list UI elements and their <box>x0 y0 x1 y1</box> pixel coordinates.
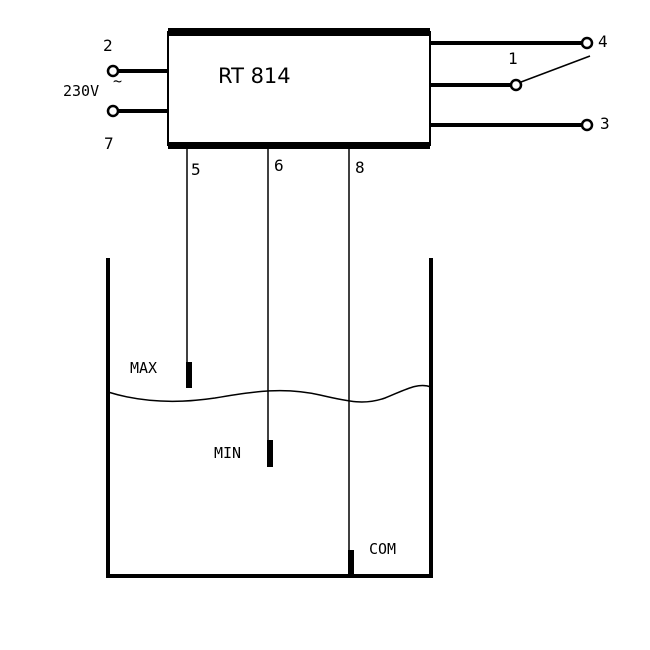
terminal-1-label: 1 <box>508 49 518 68</box>
probe-min-label: MIN <box>214 444 241 462</box>
terminal-7-connector <box>106 104 120 118</box>
terminal-2-label: 2 <box>103 36 113 55</box>
probe-max-electrode <box>186 362 192 388</box>
water-surface <box>107 384 432 403</box>
controller-model-label: RT 814 <box>218 64 291 88</box>
probe-com-label: COM <box>369 540 396 558</box>
tank <box>106 258 433 578</box>
supply-voltage-label: 230V <box>63 82 99 100</box>
probe-com-electrode <box>348 550 354 576</box>
probe-min-electrode <box>267 440 273 467</box>
supply-ac-symbol: ~ <box>113 72 122 90</box>
controller-unit: RT 814 <box>167 28 431 149</box>
probes: 5 MAX 6 MIN 8 COM <box>130 149 396 576</box>
terminal-1-connector <box>509 78 523 92</box>
terminal-2-connector <box>106 64 120 78</box>
supply-terminals: 2 7 230V ~ <box>63 36 168 153</box>
controller-bottom-bar <box>168 142 430 149</box>
terminal-8-label: 8 <box>355 158 365 177</box>
terminal-3-label: 3 <box>600 114 610 133</box>
relay-output: 4 1 3 <box>430 32 610 133</box>
controller-top-bar <box>168 28 430 36</box>
probe-max-label: MAX <box>130 359 157 377</box>
terminal-7-label: 7 <box>104 134 114 153</box>
terminal-5-label: 5 <box>191 160 201 179</box>
terminal-6-label: 6 <box>274 156 284 175</box>
relay-switch-arm <box>520 55 591 83</box>
terminal-3-connector <box>580 118 594 132</box>
controller-box <box>167 31 431 146</box>
terminal-4-label: 4 <box>598 32 608 51</box>
terminal-4-connector <box>580 36 594 50</box>
